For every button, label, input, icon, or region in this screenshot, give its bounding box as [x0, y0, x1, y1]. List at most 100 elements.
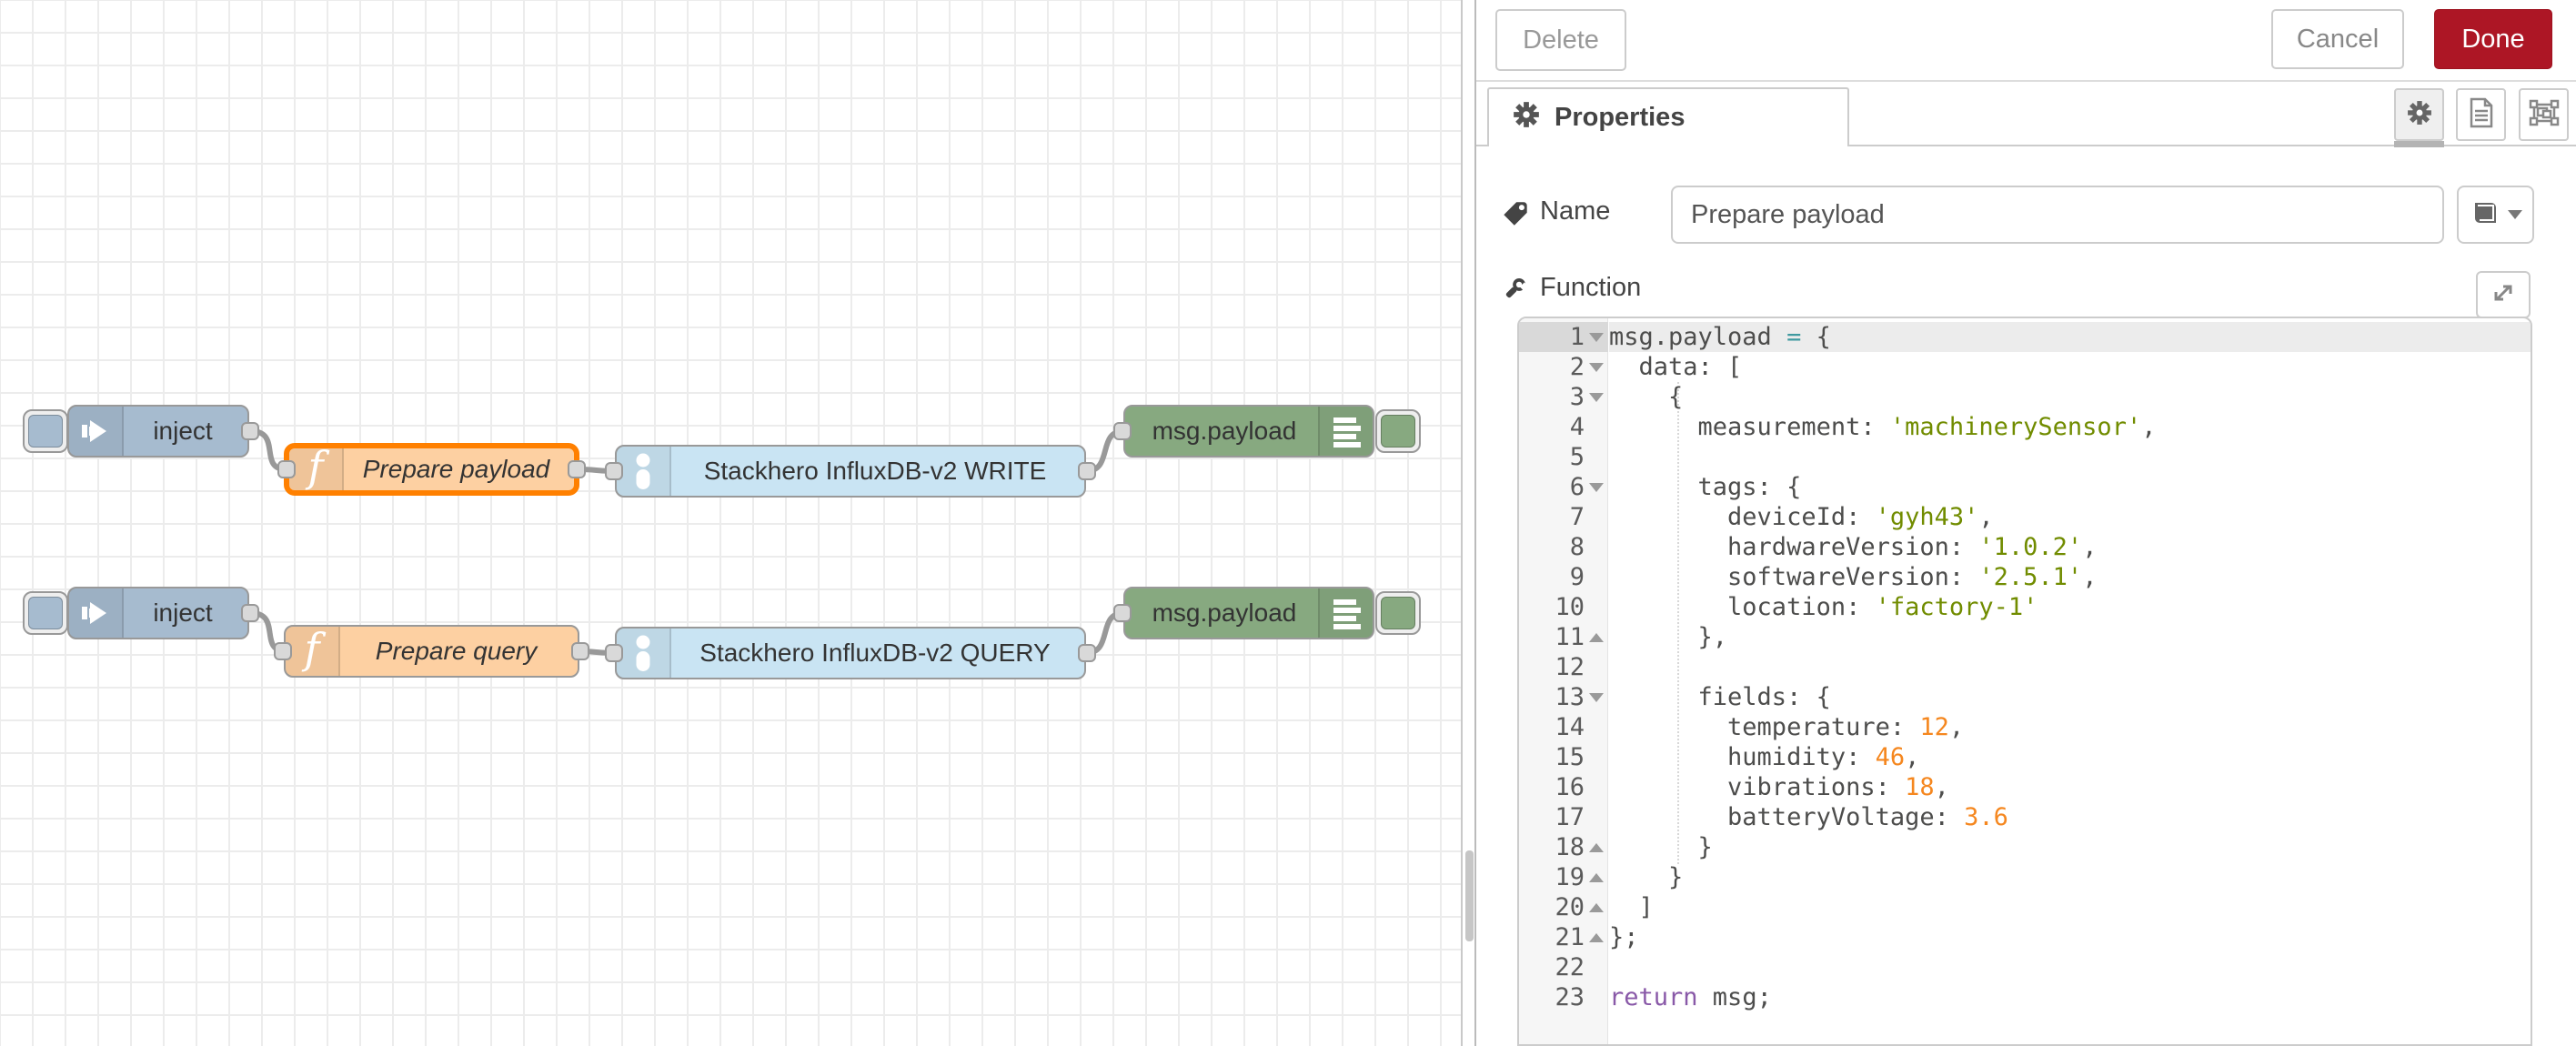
line-number: 12	[1519, 652, 1585, 682]
gutter-cell: 16	[1519, 772, 1608, 802]
line-number: 16	[1519, 772, 1585, 802]
tab-properties[interactable]: Properties	[1487, 87, 1849, 146]
gutter-cell: 12	[1519, 652, 1608, 682]
debug-icon	[1318, 407, 1373, 456]
inject-arrow-icon	[69, 588, 124, 638]
appearance-tool-button[interactable]	[2519, 88, 2569, 141]
line-number: 20	[1519, 892, 1585, 922]
document-icon	[2468, 97, 2495, 133]
line-number: 8	[1519, 532, 1585, 562]
cancel-button[interactable]: Cancel	[2271, 9, 2404, 69]
gutter-cell: 13	[1519, 682, 1608, 712]
fold-down-icon[interactable]	[1585, 393, 1608, 402]
port-out[interactable]	[571, 642, 589, 660]
fold-up-icon[interactable]	[1585, 933, 1608, 942]
active-tool-underline	[2394, 141, 2444, 147]
flow-node-prepare-payload[interactable]: fPrepare payload	[284, 443, 579, 496]
line-number: 4	[1519, 412, 1585, 442]
inject-toggle-button[interactable]	[23, 591, 68, 635]
line-number: 18	[1519, 832, 1585, 862]
done-button[interactable]: Done	[2434, 9, 2552, 69]
fold-up-icon[interactable]	[1585, 873, 1608, 882]
line-number: 2	[1519, 352, 1585, 382]
line-number: 1	[1519, 322, 1585, 352]
gutter-cell: 17	[1519, 802, 1608, 832]
code-line-7: deviceId: 'gyh43',	[1609, 502, 2531, 532]
line-number: 9	[1519, 562, 1585, 592]
properties-tool-button[interactable]	[2394, 88, 2444, 141]
code-line-19: }	[1609, 862, 2531, 892]
port-in[interactable]	[1113, 422, 1132, 440]
port-in[interactable]	[605, 644, 623, 662]
node-label: Prepare query	[344, 627, 569, 676]
debug-toggle-button[interactable]	[1375, 409, 1421, 453]
flow-node-debug-2[interactable]: msg.payload	[1123, 587, 1374, 639]
label-options-button[interactable]	[2457, 186, 2534, 244]
code-line-8: hardwareVersion: '1.0.2',	[1609, 532, 2531, 562]
function-icon: f	[289, 448, 344, 490]
code-line-23: return msg;	[1609, 982, 2531, 1012]
debug-toggle-button[interactable]	[1375, 591, 1421, 635]
line-number: 15	[1519, 742, 1585, 772]
flow-canvas[interactable]: injectfPrepare payloadStackhero InfluxDB…	[0, 0, 1463, 1046]
wrench-icon	[1502, 275, 1529, 302]
fold-down-icon[interactable]	[1585, 693, 1608, 702]
fold-up-icon[interactable]	[1585, 843, 1608, 852]
port-in[interactable]	[1113, 604, 1132, 622]
port-out[interactable]	[568, 460, 586, 478]
gutter-cell: 6	[1519, 472, 1608, 502]
fold-down-icon[interactable]	[1585, 333, 1608, 342]
flow-node-stackhero-query[interactable]: Stackhero InfluxDB-v2 QUERY	[615, 627, 1086, 679]
database-icon	[617, 447, 671, 496]
database-icon	[617, 629, 671, 678]
port-in[interactable]	[605, 462, 623, 480]
gutter-cell: 3	[1519, 382, 1608, 412]
name-input[interactable]	[1671, 186, 2444, 244]
code-line-18: }	[1609, 832, 2531, 862]
book-icon	[2470, 199, 2501, 231]
edit-tray: Delete Cancel Done	[1474, 0, 2576, 1046]
flow-node-inject-2[interactable]: inject	[67, 587, 249, 639]
code-line-4: measurement: 'machinerySensor',	[1609, 412, 2531, 442]
code-line-20: ]	[1609, 892, 2531, 922]
line-number: 7	[1519, 502, 1585, 532]
flow-node-debug-1[interactable]: msg.payload	[1123, 405, 1374, 458]
gutter-cell: 11	[1519, 622, 1608, 652]
fold-down-icon[interactable]	[1585, 483, 1608, 492]
description-tool-button[interactable]	[2456, 88, 2506, 141]
gutter-cell: 18	[1519, 832, 1608, 862]
line-number: 22	[1519, 952, 1585, 982]
gutter-cell: 1	[1519, 322, 1608, 352]
canvas-vertical-scrollbar[interactable]	[1465, 850, 1474, 941]
expand-editor-button[interactable]	[2476, 271, 2531, 318]
function-code-editor[interactable]: 1234567891011121314151617181920212223 ms…	[1517, 317, 2532, 1046]
port-in[interactable]	[274, 642, 292, 660]
fold-up-icon[interactable]	[1585, 903, 1608, 912]
flow-node-inject-1[interactable]: inject	[67, 405, 249, 458]
port-out[interactable]	[241, 604, 259, 622]
code-line-2: data: [	[1609, 352, 2531, 382]
port-out[interactable]	[1078, 462, 1096, 480]
inject-toggle-button-inner	[28, 597, 63, 629]
code-line-10: location: 'factory-1'	[1609, 592, 2531, 622]
inject-toggle-button[interactable]	[23, 409, 68, 453]
code-line-12	[1609, 652, 2531, 682]
line-number: 13	[1519, 682, 1585, 712]
inject-arrow-icon	[69, 407, 124, 456]
delete-button[interactable]: Delete	[1495, 9, 1626, 71]
gutter-cell: 19	[1519, 862, 1608, 892]
code-line-11: },	[1609, 622, 2531, 652]
code-line-5	[1609, 442, 2531, 472]
line-number: 19	[1519, 862, 1585, 892]
port-out[interactable]	[1078, 644, 1096, 662]
line-number: 21	[1519, 922, 1585, 952]
fold-down-icon[interactable]	[1585, 363, 1608, 372]
port-in[interactable]	[277, 460, 296, 478]
editor-gutter: 1234567891011121314151617181920212223	[1519, 318, 1608, 1044]
function-label: Function	[1540, 273, 1641, 303]
port-out[interactable]	[241, 422, 259, 440]
fold-up-icon[interactable]	[1585, 633, 1608, 642]
flow-node-stackhero-write[interactable]: Stackhero InfluxDB-v2 WRITE	[615, 445, 1086, 498]
flow-node-prepare-query[interactable]: fPrepare query	[284, 625, 579, 678]
gutter-cell: 2	[1519, 352, 1608, 382]
